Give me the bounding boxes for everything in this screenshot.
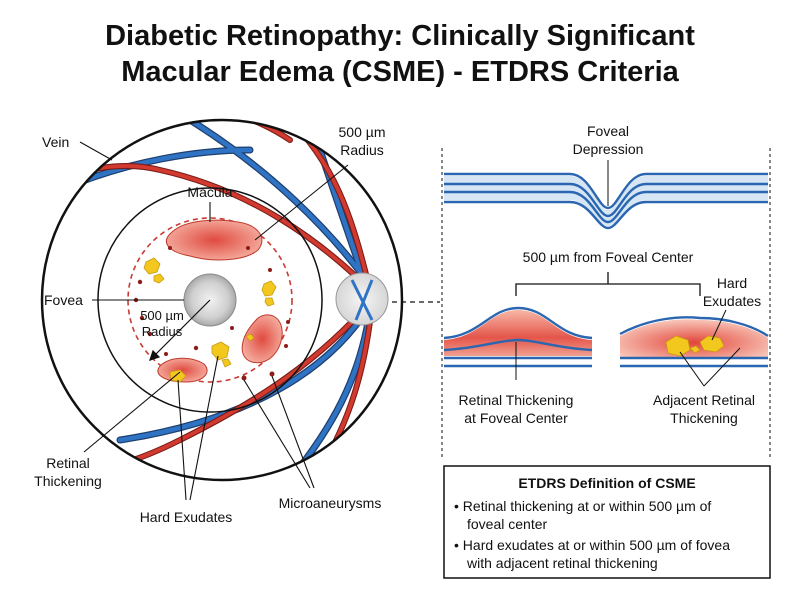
- cross-section-normal: [444, 160, 768, 230]
- label-adjacent-line2: Thickening: [670, 410, 738, 426]
- label-retinal-thickening-line1: Retinal: [46, 455, 90, 471]
- disc-vessels: [350, 279, 374, 321]
- definition-title: ETDRS Definition of CSME: [518, 475, 695, 491]
- retina-layers-adjacent: [619, 316, 769, 368]
- retina-layers-central: [443, 306, 593, 368]
- label-vein: Vein: [42, 134, 69, 150]
- label-inner-radius-line1: 500 µm: [140, 308, 184, 323]
- definition-box: ETDRS Definition of CSME • Retinal thick…: [443, 465, 771, 579]
- cross-section-central-thickening: [443, 306, 593, 380]
- label-thickening-center-line1: Retinal Thickening: [459, 392, 574, 408]
- label-adjacent-line1: Adjacent Retinal: [653, 392, 755, 408]
- inner-radius-arrow: [149, 299, 211, 361]
- edema-temporal: [241, 314, 283, 364]
- label-hard-exudates: Hard Exudates: [140, 509, 233, 525]
- cross-section-exudates: [665, 335, 725, 357]
- label-microaneurysms: Microaneurysms: [279, 495, 382, 511]
- cross-section-pointers: [679, 309, 741, 387]
- cross-section-adjacent-thickening: [619, 309, 769, 387]
- label-foveal-depression-line1: Foveal: [587, 123, 629, 139]
- edema-superior: [166, 219, 263, 261]
- definition-item2-line1: • Hard exudates at or within 500 µm of f…: [454, 537, 730, 553]
- page-title: Diabetic Retinopathy: Clinically Signifi…: [0, 18, 800, 90]
- fundus-leader-lines: [79, 141, 349, 501]
- label-thickening-center-line2: at Foveal Center: [464, 410, 568, 426]
- label-macula: Macula: [187, 184, 232, 200]
- label-retinal-thickening-line2: Thickening: [34, 473, 102, 489]
- definition-item1-line2: foveal center: [467, 516, 547, 532]
- retina-layers-normal: [444, 172, 768, 230]
- fundus-border: [40, 118, 404, 482]
- hard-exudates: [143, 257, 277, 383]
- definition-item1-line1: • Retinal thickening at or within 500 µm…: [454, 498, 711, 514]
- label-foveal-depression-line2: Depression: [573, 141, 644, 157]
- label-distance: 500 µm from Foveal Center: [523, 249, 694, 265]
- label-fovea: Fovea: [44, 292, 83, 308]
- label-hard-exudates-line1: Hard: [717, 275, 747, 291]
- definition-item2-line2: with adjacent retinal thickening: [466, 555, 658, 571]
- label-radius-500-line1: 500 µm: [339, 124, 386, 140]
- distance-bracket: [515, 272, 701, 296]
- radius-500-ring: [127, 217, 293, 383]
- title-line-2: Macular Edema (CSME) - ETDRS Criteria: [121, 56, 679, 88]
- title-line-1: Diabetic Retinopathy: Clinically Signifi…: [105, 20, 695, 52]
- label-inner-radius-line2: Radius: [142, 324, 183, 339]
- label-radius-500-line2: Radius: [340, 142, 384, 158]
- microaneurysms: [133, 246, 290, 381]
- label-hard-exudates-line2: Exudates: [703, 293, 761, 309]
